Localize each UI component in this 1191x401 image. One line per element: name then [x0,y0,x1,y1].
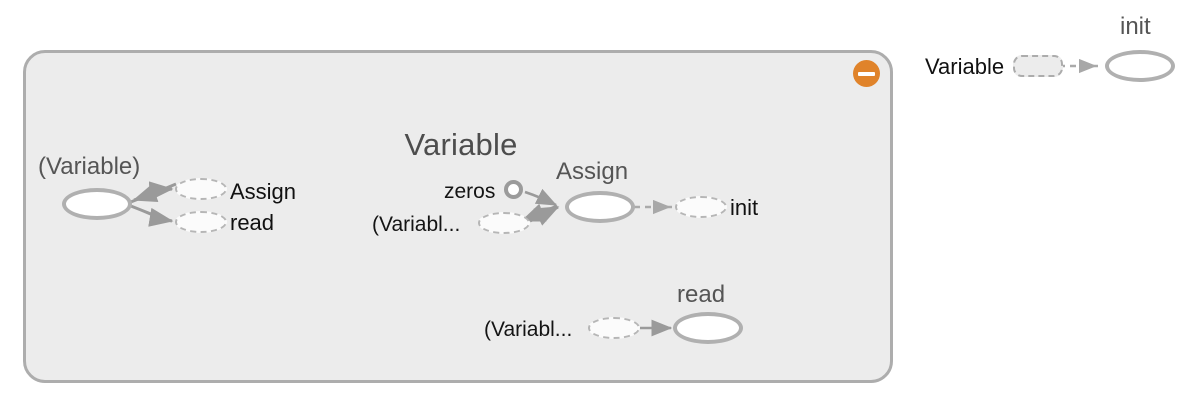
label-read-op: read [677,281,726,308]
node-legend-variable-chip[interactable] [1013,55,1063,77]
metanode-title: Variable [404,127,518,162]
node-init-ref[interactable] [675,196,727,218]
node-read-ref[interactable] [175,211,227,233]
node-read-op[interactable] [673,312,743,344]
node-variable-ref-middle[interactable] [478,212,530,234]
label-legend-variable: Variable [925,54,1005,79]
node-variable-ref-bottom[interactable] [588,317,640,339]
node-zeros[interactable] [504,180,523,199]
label-variable-ref-middle: (Variabl... [372,213,461,236]
node-legend-init[interactable] [1105,50,1175,82]
label-variable-source: (Variable) [38,153,141,180]
label-assign-op: Assign [556,158,629,185]
label-read-ref: read [230,210,275,235]
node-assign-ref[interactable] [175,178,227,200]
collapse-minus-icon[interactable] [853,60,880,87]
label-zeros: zeros [444,180,496,203]
label-init-ref: init [730,195,759,220]
node-assign-op[interactable] [565,191,635,223]
label-variable-ref-bottom: (Variabl... [484,318,573,341]
label-legend-init: init [1120,13,1151,40]
node-variable-source[interactable] [62,188,132,220]
label-assign-ref: Assign [230,179,297,204]
